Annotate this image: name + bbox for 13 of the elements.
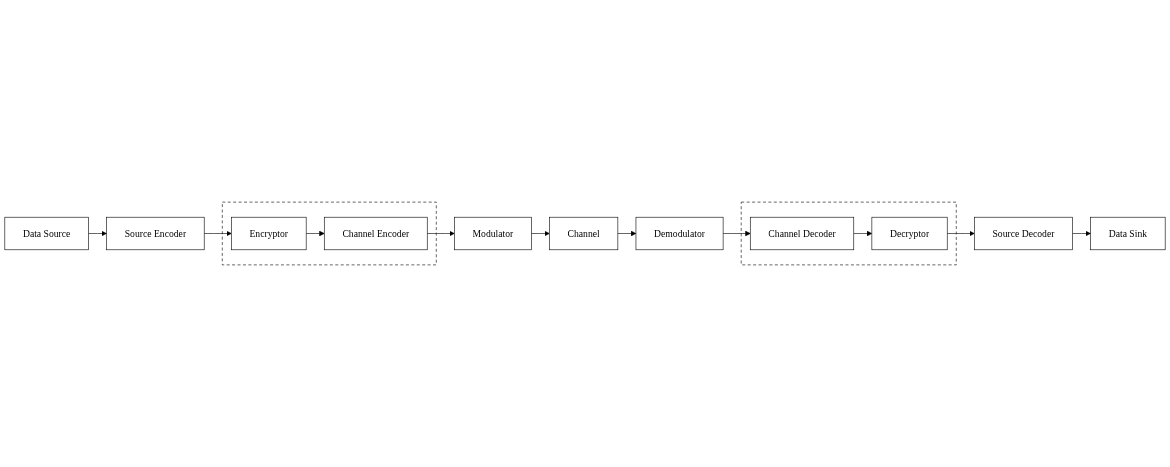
node-box: Channel xyxy=(549,216,619,251)
node-box: Channel Encoder xyxy=(323,216,428,251)
cluster xyxy=(740,201,957,266)
node-box: Decryptor xyxy=(871,216,948,251)
cluster xyxy=(222,201,437,266)
node-box: Modulator xyxy=(454,216,532,251)
node-box: Demodulator xyxy=(635,216,724,251)
node-box: Encryptor xyxy=(231,216,307,251)
node-box: Data Sink xyxy=(1090,216,1166,251)
node-box: Data Source xyxy=(4,216,89,251)
node-box: Channel Decoder xyxy=(749,216,855,251)
node-box: Source Decoder xyxy=(974,216,1073,251)
node-box: Source Encoder xyxy=(106,216,205,251)
